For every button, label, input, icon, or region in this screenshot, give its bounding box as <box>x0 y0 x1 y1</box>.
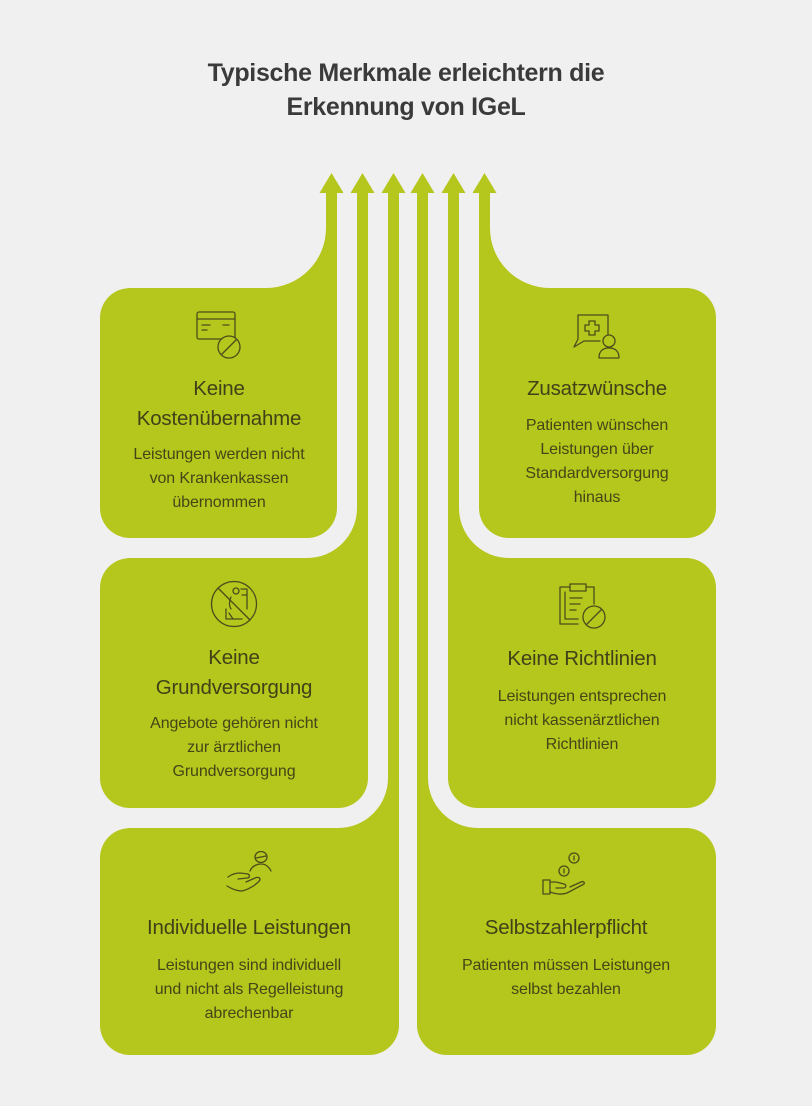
card-description: Leistungen entsprechen nicht kassenärztl… <box>497 688 667 753</box>
card-description: Leistungen sind individuell und nicht al… <box>154 957 344 1022</box>
card-title: Keine Kostenübernahme <box>136 377 302 430</box>
card-selbstzahlerpflicht: Selbstzahlerpflicht Patienten müssen Lei… <box>426 851 706 1002</box>
flow-shape-individuelle-leistungen <box>100 192 399 1055</box>
no-basic-care-icon <box>210 580 258 628</box>
medical-chat-patient-icon <box>573 314 620 359</box>
clipboard-blocked-icon <box>559 583 606 629</box>
card-zusatzwuensche: Zusatzwünsche Patienten wünschen Leistun… <box>482 312 712 510</box>
arrow-head-icon <box>472 173 497 193</box>
hand-with-coins-icon <box>542 852 585 895</box>
card-title: Zusatzwünsche <box>527 377 667 400</box>
card-title: Keine Grundversorgung <box>155 646 313 699</box>
card-description: Patienten müssen Leistungen selbst bezah… <box>461 957 671 998</box>
card-keine-kostenuebernahme: Keine Kostenübernahme Leistungen werden … <box>104 310 334 515</box>
flow-shape-selbstzahlerpflicht <box>417 192 716 1055</box>
credit-card-blocked-icon <box>196 311 241 359</box>
diagram-title: Typische Merkmale erleichtern die Erkenn… <box>0 56 812 124</box>
card-description: Patienten wünschen Leistungen über Stand… <box>525 417 669 506</box>
arrow-head-icon <box>441 173 466 193</box>
card-keine-grundversorgung: Keine Grundversorgung Angebote gehören n… <box>114 579 354 784</box>
arrow-head-icon <box>381 173 406 193</box>
card-keine-richtlinien: Keine Richtlinien Leistungen entsprechen… <box>462 582 702 757</box>
diagram-title-line-1: Typische Merkmale erleichtern die <box>207 59 605 87</box>
arrow-head-icon <box>319 173 344 193</box>
hand-with-person-icon <box>226 851 272 892</box>
card-title: Selbstzahlerpflicht <box>484 916 648 939</box>
arrow-head-icon <box>350 173 375 193</box>
flow-shape-keine-kostenuebernahme <box>100 192 337 538</box>
card-description: Leistungen werden nicht von Krankenkasse… <box>133 446 305 511</box>
card-title: Individuelle Leistungen <box>147 916 351 939</box>
flow-shape-keine-richtlinien <box>448 192 716 808</box>
diagram-title-line-2: Erkennung von IGeL <box>286 93 526 121</box>
card-individuelle-leistungen: Individuelle Leistungen Leistungen sind … <box>109 851 389 1026</box>
flow-shape-zusatzwuensche <box>479 192 716 538</box>
card-title: Keine Richtlinien <box>507 647 657 670</box>
arrow-head-icon <box>410 173 435 193</box>
card-description: Angebote gehören nicht zur ärztlichen Gr… <box>150 715 318 780</box>
flow-shape-keine-grundversorgung <box>100 192 368 808</box>
